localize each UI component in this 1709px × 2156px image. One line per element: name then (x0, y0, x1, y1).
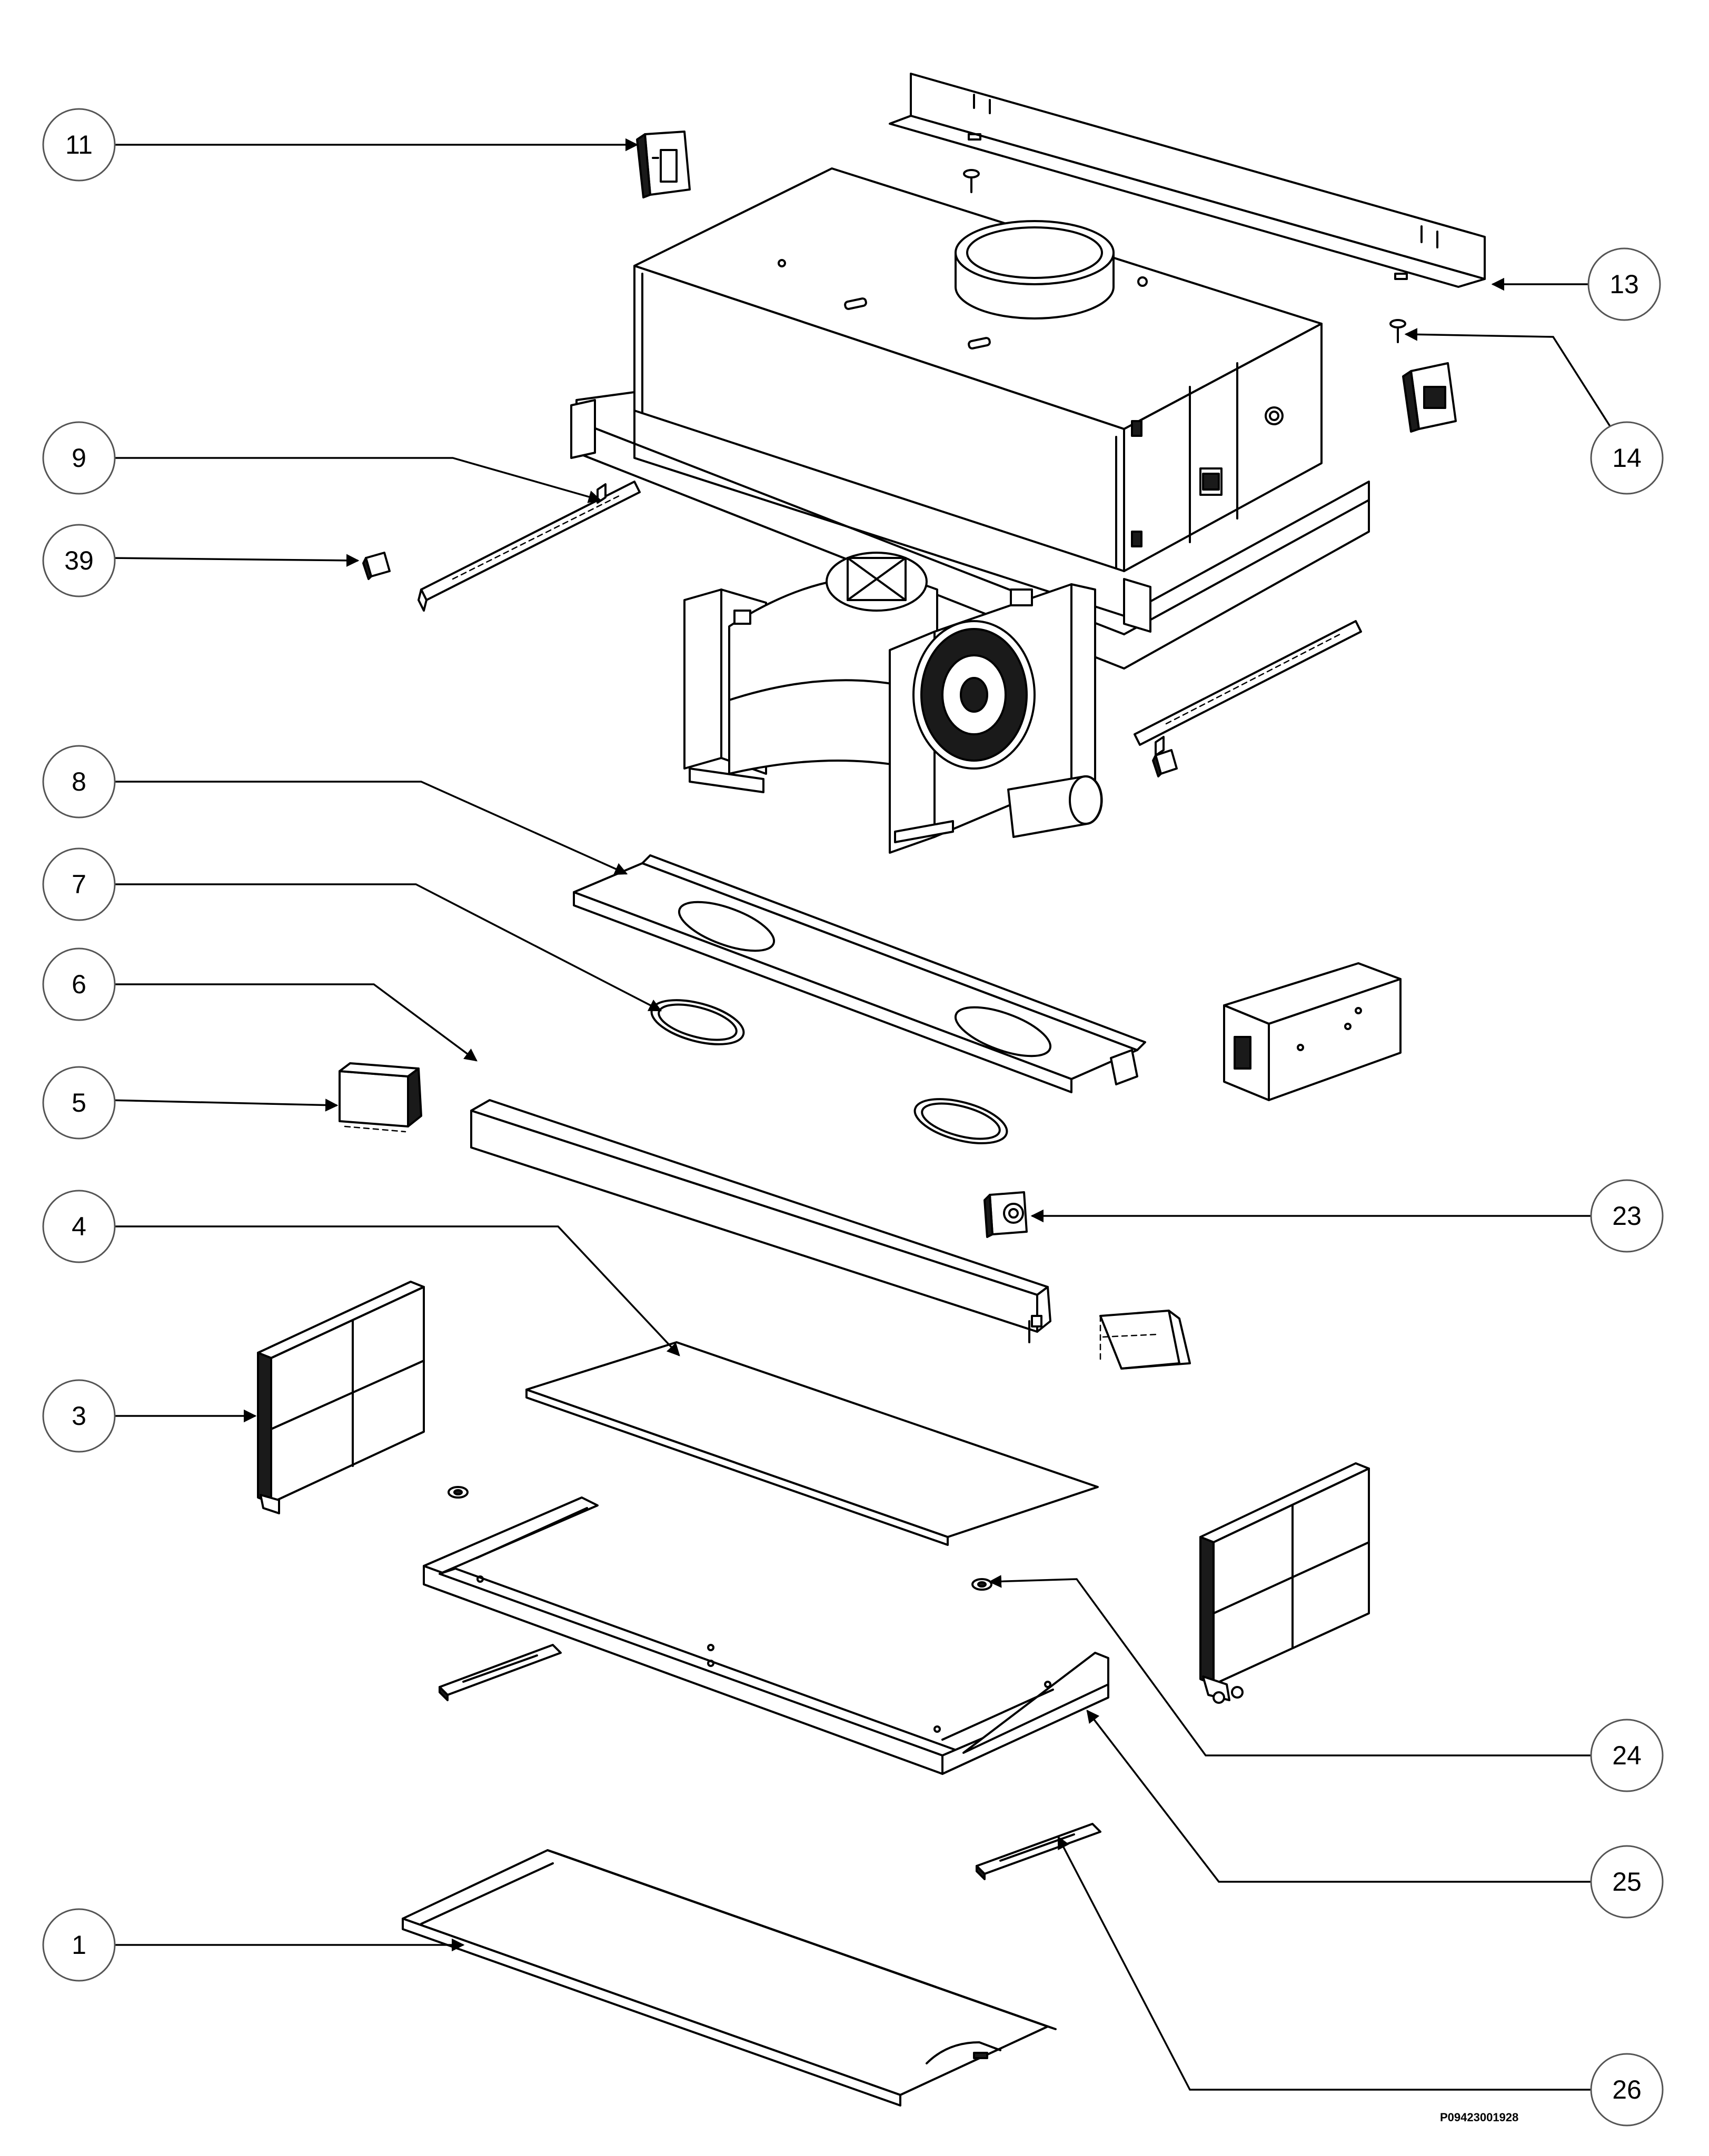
callout-label: 5 (72, 1088, 86, 1117)
callout-14[interactable]: 14 (1590, 421, 1664, 495)
main-housing[interactable] (570, 167, 1370, 670)
callout-39[interactable]: 39 (42, 524, 116, 597)
callout-label: 8 (72, 767, 86, 796)
callout-label: 11 (65, 130, 93, 159)
callout-1[interactable]: 1 (42, 1908, 116, 1982)
part-4-glass-panel[interactable] (525, 1341, 1099, 1546)
part-6-front-profile[interactable] (470, 1099, 1051, 1343)
callout-label: 7 (72, 870, 86, 899)
callout-label: 13 (1609, 270, 1639, 299)
callout-24[interactable]: 24 (1590, 1719, 1664, 1792)
callout-25[interactable]: 25 (1590, 1845, 1664, 1919)
callout-label: 3 (72, 1401, 86, 1431)
callout-7[interactable]: 7 (42, 847, 116, 921)
callout-label: 23 (1612, 1201, 1642, 1231)
part-5-side-bracket[interactable] (339, 1062, 422, 1133)
callout-8[interactable]: 8 (42, 745, 116, 819)
callout-9[interactable]: 9 (42, 421, 116, 495)
part-14-screw-and-switch[interactable] (1389, 319, 1457, 433)
callout-3[interactable]: 3 (42, 1379, 116, 1453)
right-rail[interactable] (1134, 620, 1362, 777)
callout-label: 4 (72, 1212, 86, 1241)
part-13-rear-bracket[interactable] (889, 73, 1486, 288)
part-23-latch[interactable] (983, 1191, 1028, 1238)
callout-11[interactable]: 11 (42, 108, 116, 182)
part-3-left-filter[interactable] (257, 1281, 425, 1514)
callout-5[interactable]: 5 (42, 1066, 116, 1140)
callout-label: 9 (72, 443, 86, 473)
motor-blower-assembly[interactable] (683, 552, 1103, 854)
part-24-washer[interactable] (971, 1578, 992, 1591)
part-9-left-rail[interactable] (418, 481, 641, 612)
callout-4[interactable]: 4 (42, 1190, 116, 1263)
right-filter[interactable] (1199, 1462, 1370, 1704)
part-39-clip[interactable] (362, 552, 391, 580)
leader-lines (107, 138, 1628, 2091)
callout-label: 6 (72, 970, 86, 999)
part-7-gasket-ring-right[interactable] (910, 1091, 1012, 1152)
part-26-hinge-bracket[interactable] (976, 1823, 1101, 1880)
hinge-bracket-left[interactable] (439, 1644, 562, 1701)
washer-left[interactable] (448, 1486, 469, 1499)
part-7-gasket-ring-left[interactable] (647, 992, 749, 1053)
control-module[interactable] (1223, 962, 1402, 1101)
drawing-reference: P09423001928 (1440, 2111, 1518, 2124)
callout-label: 39 (64, 546, 94, 575)
part-11-switch-block[interactable] (636, 131, 691, 198)
callout-label: 25 (1612, 1867, 1642, 1897)
right-end-cap[interactable] (1099, 1310, 1191, 1370)
callout-label: 26 (1612, 2075, 1642, 2104)
callout-label: 24 (1612, 1741, 1642, 1770)
callout-23[interactable]: 23 (1590, 1179, 1664, 1253)
callout-26[interactable]: 26 (1590, 2053, 1664, 2127)
callout-label: 14 (1612, 443, 1642, 473)
callout-6[interactable]: 6 (42, 947, 116, 1021)
callout-label: 1 (72, 1930, 86, 1960)
part-25-lower-frame[interactable] (423, 1496, 1109, 1775)
part-8-support-plate[interactable] (573, 854, 1146, 1093)
callout-13[interactable]: 13 (1587, 247, 1661, 321)
part-1-front-tray[interactable] (402, 1849, 1057, 2107)
